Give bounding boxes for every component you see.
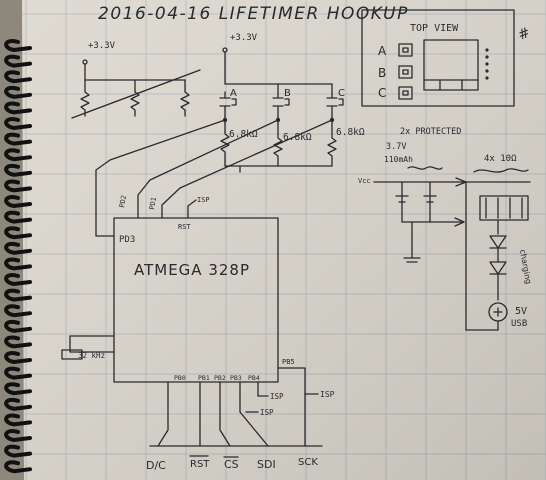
mcu-pin-pd2: PD2 (118, 194, 128, 208)
signal-sck: SCK (298, 457, 318, 468)
spiral-ring (4, 39, 32, 53)
spiral-ring (4, 195, 32, 209)
page-title: 2016-04-16 LIFETIMER HOOKUP (98, 4, 409, 24)
signal-dc: D/C (146, 459, 166, 472)
vcc-label: Vcc (358, 177, 371, 185)
spiral-ring (4, 117, 32, 131)
spiral-ring (4, 460, 32, 474)
spiral-ring (4, 444, 32, 458)
spiral-ring (4, 70, 32, 84)
spiral-ring (4, 257, 32, 271)
spiral-ring (4, 304, 32, 318)
mcu-pin-pb1: PB1 (198, 374, 210, 382)
battery-note: 2x PROTECTED (400, 127, 461, 137)
spiral-ring (4, 179, 32, 193)
spiral-ring (4, 148, 32, 162)
mcu-pin-rst: RST (178, 223, 191, 231)
supply-mid-label: +3.3V (230, 33, 258, 43)
top-view-label: TOP VIEW (410, 23, 459, 34)
resistor-label-b: 6.8kΩ (283, 132, 312, 143)
battery-capacity: 110mAh (384, 155, 413, 164)
spiral-ring (4, 85, 32, 99)
mcu-pin-pb2: PB2 (214, 374, 226, 382)
mcu-pin-pb4: PB4 (248, 374, 260, 382)
isp-right: ISP (320, 390, 335, 399)
top-view-row-a: A (378, 44, 387, 58)
isp-bottom-2: ISP (260, 408, 274, 417)
mcu-pin-pb3: PB3 (230, 374, 242, 382)
mcu-pin-pb5: PB5 (282, 358, 295, 366)
crystal-label: 32 kHz (78, 351, 105, 360)
signal-sdi: SDI (257, 458, 276, 471)
isp-bottom-1: ISP (270, 392, 284, 401)
spiral-ring (4, 429, 32, 443)
spiral-ring (4, 288, 32, 302)
spiral-ring (4, 226, 32, 240)
spiral-ring (4, 273, 32, 287)
supply-left-label: +3.3V (88, 41, 116, 51)
spiral-ring (4, 366, 32, 380)
source-voltage: 5V (515, 306, 527, 317)
spiral-ring (4, 132, 32, 146)
top-view-row-c: C (378, 86, 386, 100)
spiral-ring (4, 54, 32, 68)
button-label-c: C (338, 88, 345, 99)
corner-mark: # (516, 25, 532, 44)
button-label-b: B (284, 88, 291, 99)
resistor-label-c: 6.8kΩ (336, 127, 365, 138)
spiral-ring (4, 101, 32, 115)
battery-voltage: 3.7V (386, 142, 406, 152)
button-network: +3.3V A B C 6.8kΩ 6.8kΩ 6.8kΩ (95, 33, 365, 237)
resistor-label-a: 6.8kΩ (229, 129, 258, 140)
mcu-pin-pd1: PD1 (148, 196, 158, 210)
spiral-ring (4, 335, 32, 349)
spiral-binding (4, 39, 32, 474)
spiral-ring (4, 397, 32, 411)
signal-cs: CS (224, 458, 239, 471)
battery-charger: 2x PROTECTED 3.7V 110mAh Vcc 4x 10Ω char… (358, 127, 533, 331)
charger-resistors: 4x 10Ω (484, 154, 517, 164)
top-view-row-b: B (378, 66, 386, 80)
spiral-ring (4, 163, 32, 177)
spiral-ring (4, 351, 32, 365)
spiral-ring (4, 319, 32, 333)
mcu-pin-pb0: PB0 (174, 374, 186, 382)
spiral-ring (4, 210, 32, 224)
top-view-diagram: TOP VIEW A B C (361, 9, 515, 107)
button-label-a: A (230, 88, 237, 99)
spiral-ring (4, 413, 32, 427)
mcu-isp-top: ISP (197, 196, 210, 204)
spiral-ring (4, 241, 32, 255)
spiral-ring (4, 382, 32, 396)
mcu-name: ATMEGA 328P (134, 261, 250, 279)
source-label: USB (511, 319, 527, 329)
mcu-chip: ATMEGA 328P PD3 PD2 PD1 RST ISP 32 kHz P… (61, 194, 335, 447)
mcu-pin-pd3: PD3 (119, 235, 135, 245)
signal-rst: RST (190, 459, 210, 470)
crossed-out-network: +3.3V (71, 41, 201, 119)
